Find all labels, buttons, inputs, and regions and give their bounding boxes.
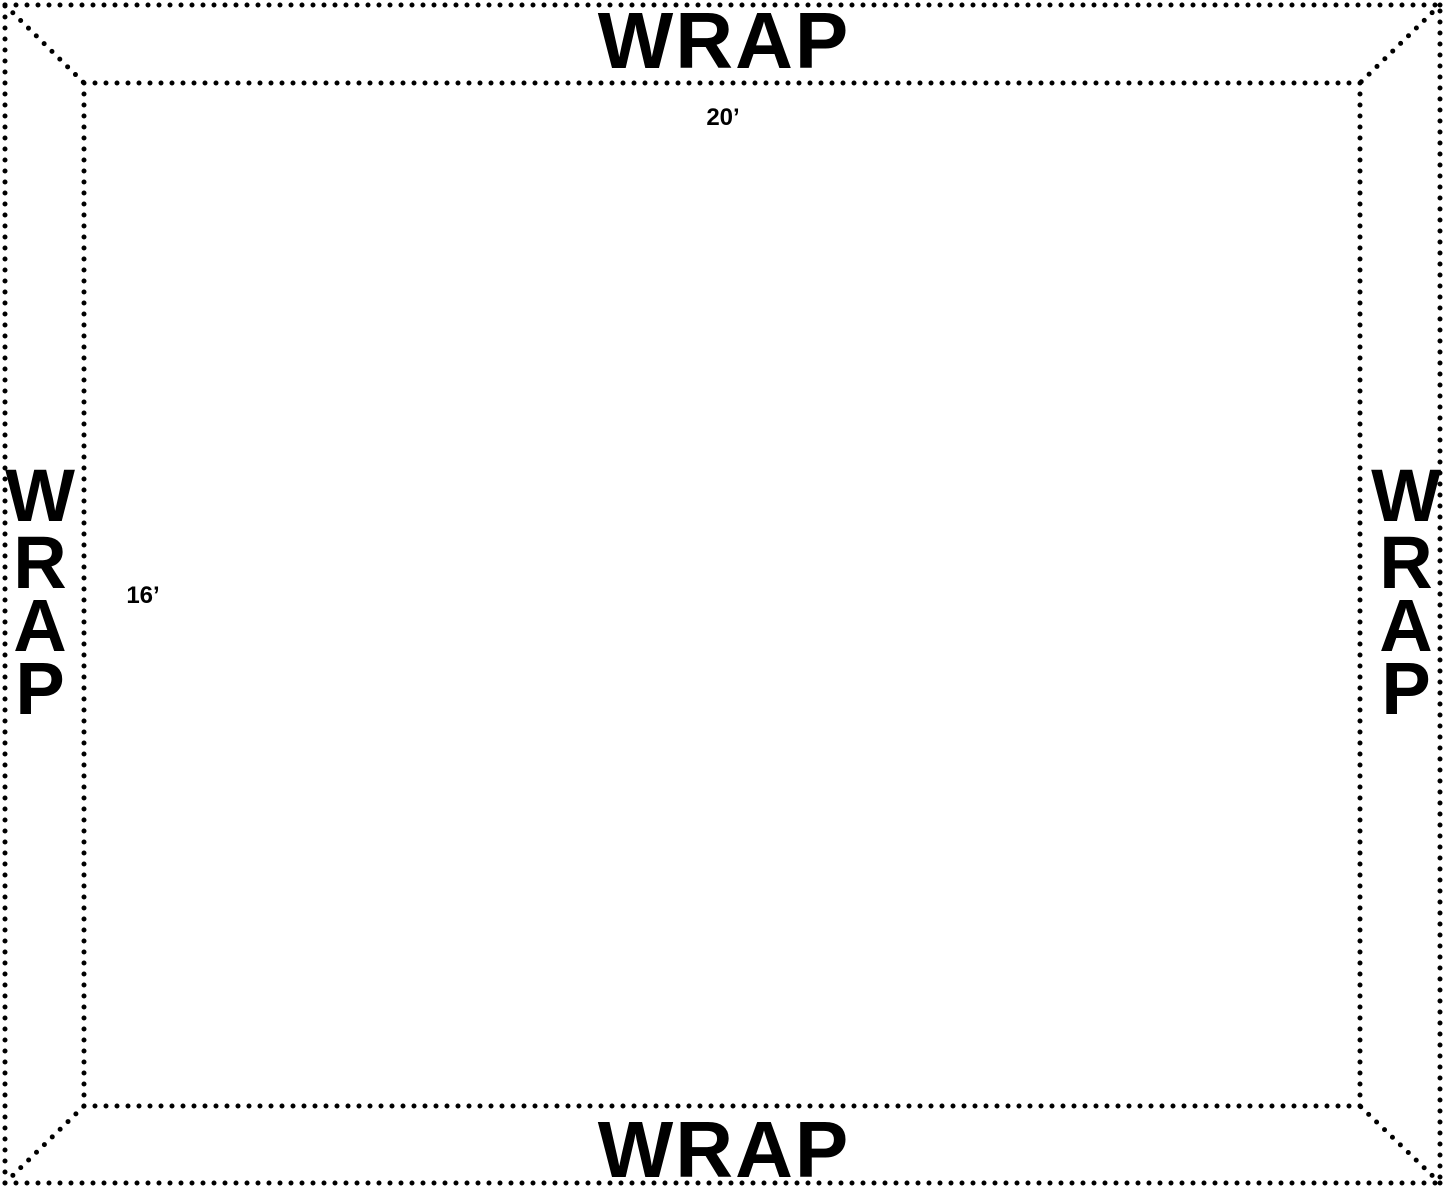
height-dimension-label: 16’ bbox=[126, 582, 159, 609]
inner-dotted-border bbox=[81, 80, 1363, 1109]
left-wrap-letter: W bbox=[5, 454, 75, 537]
bottom-wrap-label: WRAP bbox=[598, 1105, 850, 1188]
right-wrap-letter: P bbox=[1381, 647, 1430, 730]
left-wrap-letter: P bbox=[15, 647, 64, 730]
top-wrap-label: WRAP bbox=[598, 0, 850, 85]
right-wrap-letter: A bbox=[1379, 584, 1432, 667]
left-wrap-letter: A bbox=[13, 584, 66, 667]
left-wrap-label: W R A P bbox=[5, 454, 75, 730]
left-wrap-letter: R bbox=[13, 521, 66, 604]
corner-connector-top-right bbox=[1357, 2, 1443, 86]
corner-connector-bottom-right bbox=[1357, 1103, 1443, 1186]
right-wrap-letter: W bbox=[1371, 454, 1441, 537]
right-wrap-letter: R bbox=[1379, 521, 1432, 604]
corner-connector-top-left bbox=[2, 2, 87, 86]
corner-connector-bottom-left bbox=[2, 1103, 87, 1186]
right-wrap-label: W R A P bbox=[1371, 454, 1441, 730]
width-dimension-label: 20’ bbox=[706, 104, 739, 131]
